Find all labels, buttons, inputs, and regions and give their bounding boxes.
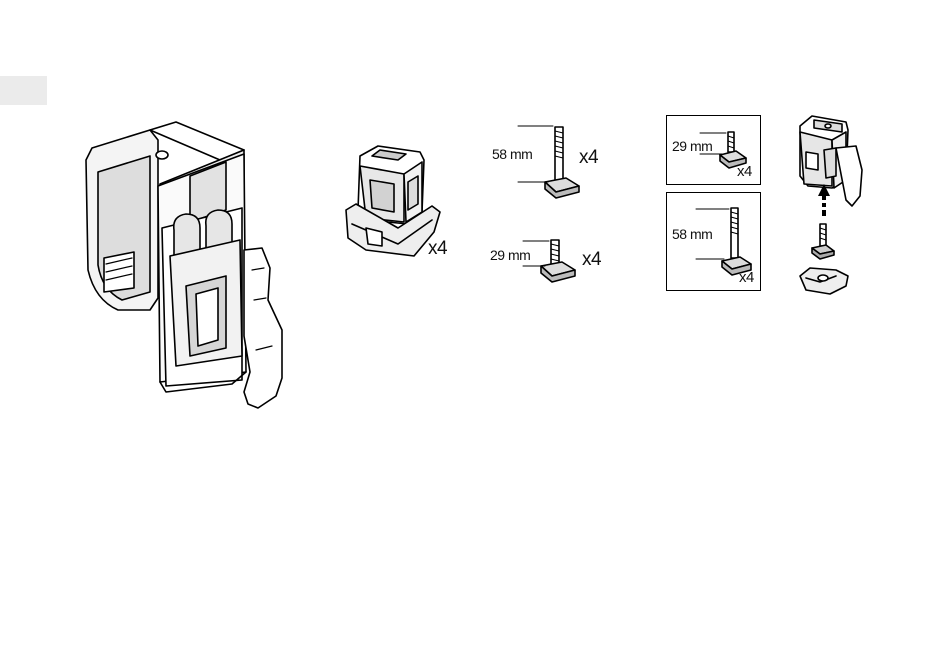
- adapter-qty-label: x4: [428, 238, 447, 260]
- assembly-sequence: [800, 116, 862, 294]
- box-long-length-label: 58 mm: [672, 226, 712, 242]
- box-long-qty-label: x4: [739, 269, 754, 286]
- adapter-part: [346, 146, 440, 256]
- box-short-qty-label: x4: [737, 163, 752, 180]
- foot-assembly-large: [86, 122, 282, 408]
- long-bolt-part: [518, 126, 579, 198]
- short-bolt-qty-label: x4: [582, 249, 601, 271]
- long-bolt-length-label: 58 mm: [492, 146, 532, 162]
- short-bolt-part: [523, 240, 575, 282]
- long-bolt-qty-label: x4: [579, 147, 598, 169]
- box-short-length-label: 29 mm: [672, 138, 712, 154]
- short-bolt-length-label: 29 mm: [490, 247, 530, 263]
